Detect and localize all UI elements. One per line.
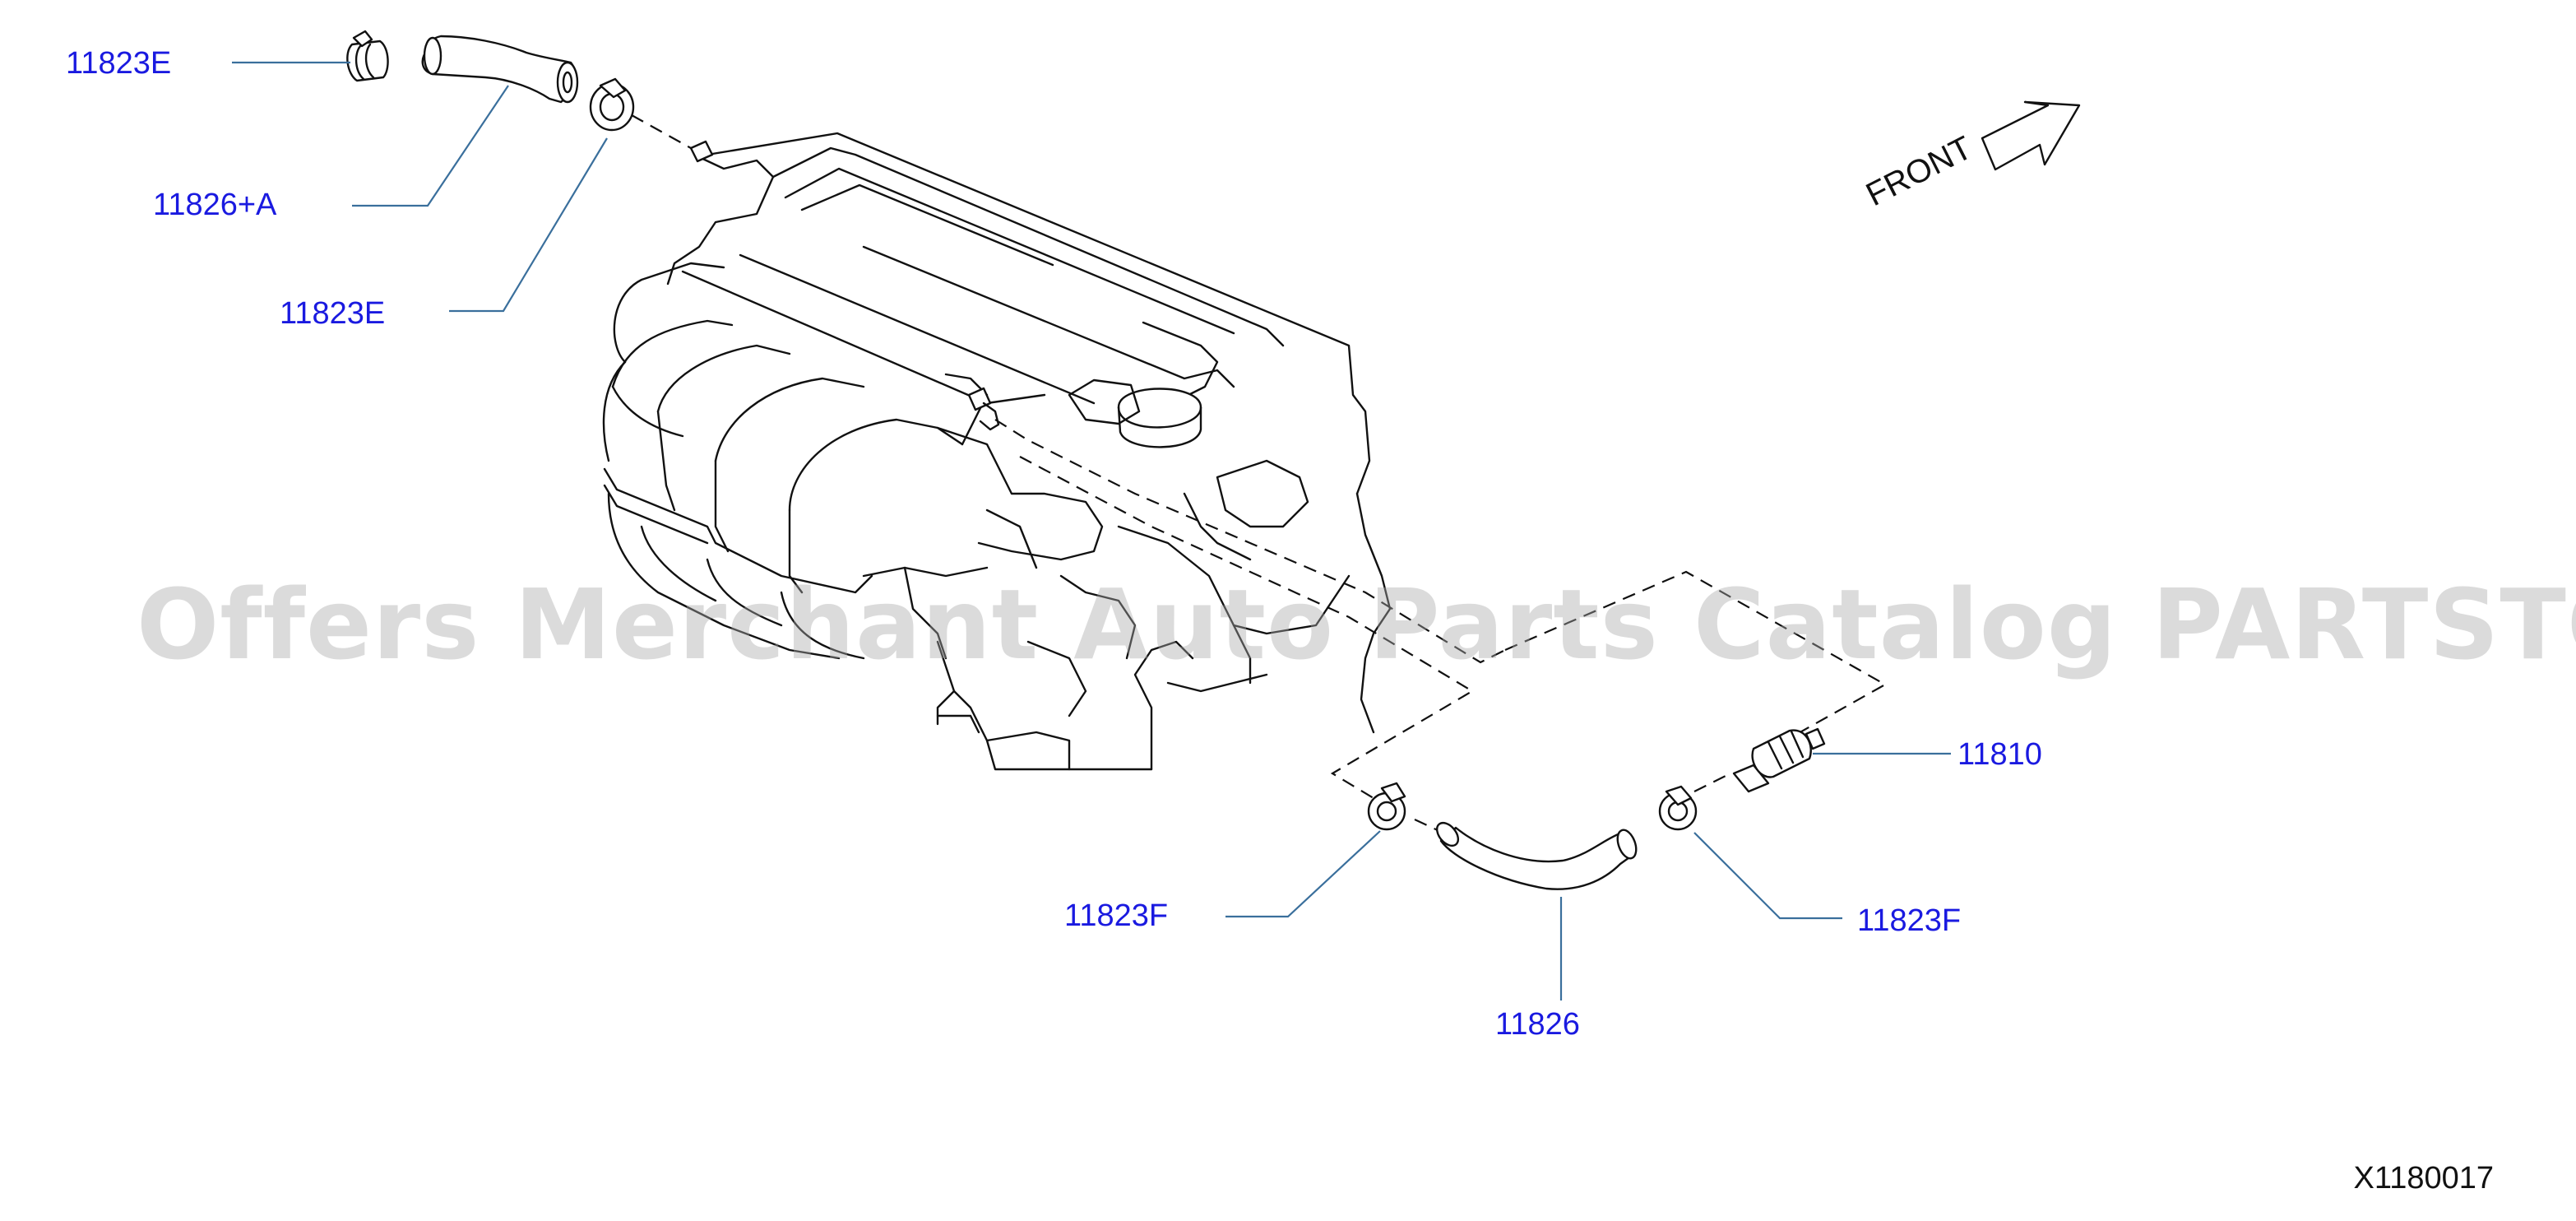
engine-drawing [602,132,1392,771]
bottom-hose-assembly [1367,727,1826,890]
part-label-hose-top[interactable]: 11826+A [153,188,277,222]
top-hose-assembly [346,30,635,132]
leader-clamp-bottom-right [1693,832,1842,920]
part-label-valve[interactable]: 11810 [1957,737,2042,772]
clamp-top-right-icon [589,77,635,132]
leader-clamp-top-right [449,137,608,313]
part-label-clamp-bottom-left[interactable]: 11823F [1064,898,1169,933]
clamp-top-left-icon [346,30,389,82]
clamp-bottom-right-icon [1658,785,1698,831]
pcv-valve-icon [1732,727,1826,793]
leader-clamp-bottom-left [1225,830,1381,918]
part-label-clamp-top-right[interactable]: 11823E [280,296,386,331]
part-label-clamp-bottom-right[interactable]: 11823F [1857,903,1962,938]
reference-code: X1180017 [2353,1161,2494,1195]
leader-lines [232,61,1951,1000]
leader-hose-top [352,85,509,207]
hose-top-icon [421,35,579,104]
part-label-clamp-top-left[interactable]: 11823E [66,46,172,81]
part-label-hose-bottom[interactable]: 11826 [1495,1007,1580,1042]
clamp-bottom-left-icon [1367,782,1406,831]
hose-bottom-icon [1435,821,1638,890]
routing-dashed-lines [631,114,1888,832]
front-arrow-icon [1981,100,2081,171]
